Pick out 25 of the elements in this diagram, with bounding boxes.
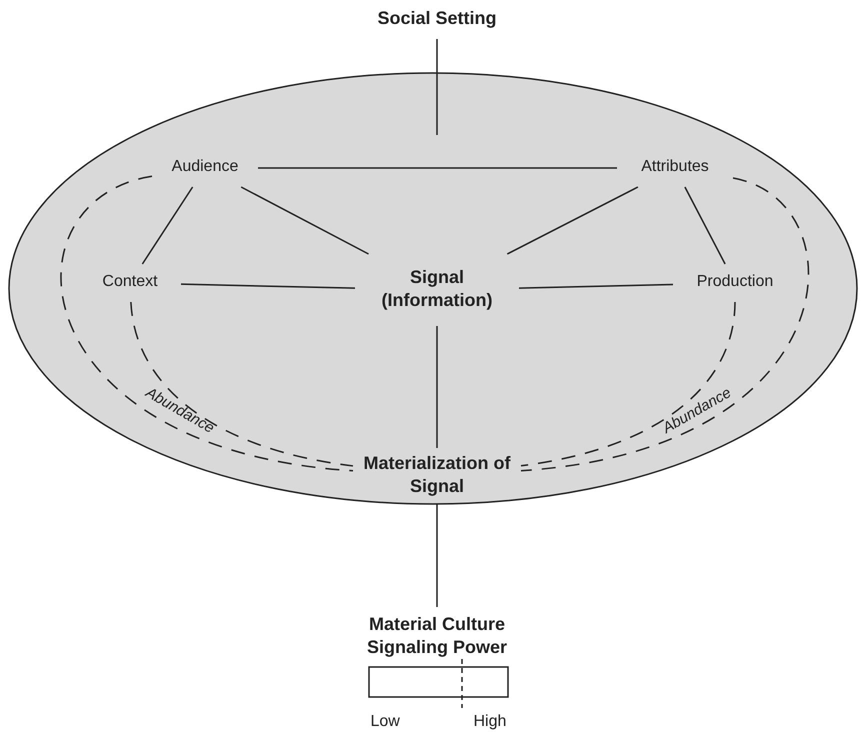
connector-line [240,186,369,255]
node-label: Materialization of Signal [357,452,517,500]
node-label: Context [87,272,173,294]
scale-label: Low [370,713,400,731]
node-label: Attributes [625,157,725,179]
connector-line [142,186,194,264]
node-label: Signal (Information) [367,266,507,314]
connector-line [506,186,638,255]
connector-line [258,167,617,169]
social-setting-ellipse [8,72,858,504]
node-label: Material Culture Signaling Power [347,613,527,661]
connector-line [436,504,438,607]
connector-line [684,186,726,264]
node-label: Audience [160,157,250,179]
connector-line [436,39,438,135]
dashed-connector [61,176,354,472]
scale-label: High [474,713,506,731]
node-label: Social Setting [357,7,517,33]
connector-line [180,283,356,289]
dashed-connector [520,177,808,472]
connector-line [518,284,674,289]
connector-line [436,326,438,448]
dashed-connector [520,302,736,466]
node-label: Production [681,272,789,294]
dashed-connector [130,302,354,467]
